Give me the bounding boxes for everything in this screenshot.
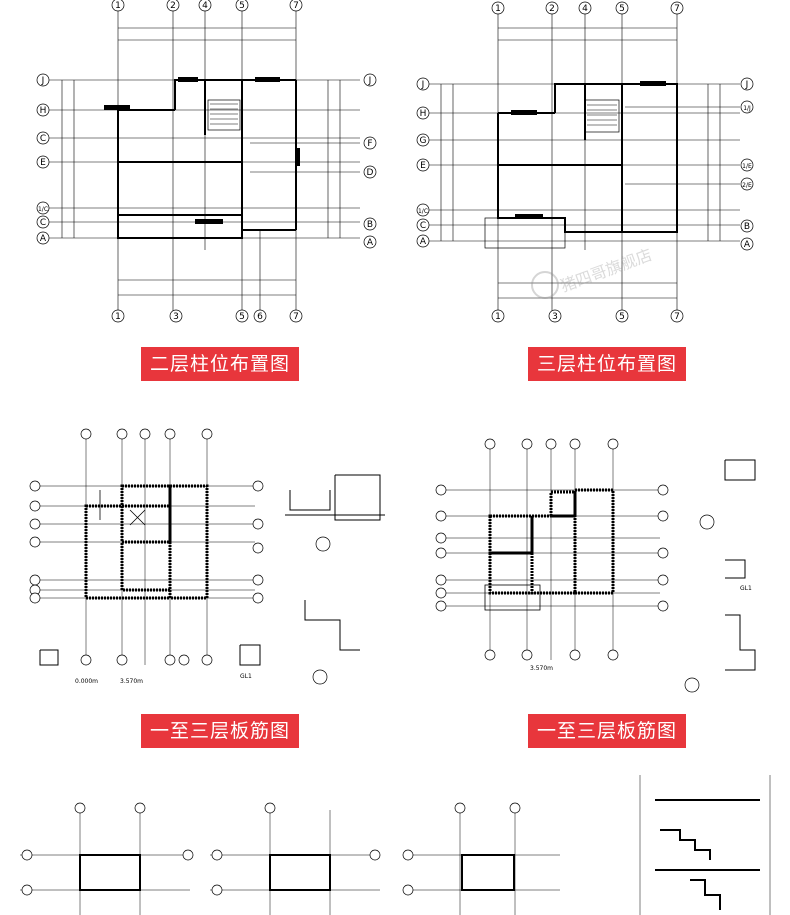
axis-left-H: H bbox=[420, 109, 427, 119]
axis-top-4: 4 bbox=[582, 4, 588, 14]
axis-left-C2: C bbox=[40, 218, 46, 228]
axis-left-C: C bbox=[40, 134, 46, 144]
axis-bottom-7: 7 bbox=[674, 312, 680, 322]
axis-left-J: J bbox=[421, 80, 425, 90]
svg-text:猪四哥旗舰店: 猪四哥旗舰店 bbox=[558, 245, 655, 296]
caption-slab-rebar-2: 一至三层板筋图 bbox=[528, 714, 686, 748]
axis-left-E: E bbox=[40, 158, 46, 168]
axis-right-J: J bbox=[745, 80, 749, 90]
axis-left-C: C bbox=[420, 221, 426, 231]
axis-left-1C: 1/C bbox=[38, 206, 48, 213]
axis-top-2: 2 bbox=[549, 4, 555, 14]
axis-bottom-5: 5 bbox=[619, 312, 625, 322]
slab-rebar-plan-left: 0.000m 3.570m GL1 bbox=[29, 428, 385, 685]
axis-top-7: 7 bbox=[293, 1, 299, 11]
svg-text:3.570m: 3.570m bbox=[120, 678, 143, 685]
svg-text:0.000m: 0.000m bbox=[75, 678, 98, 685]
floor3-column-plan: 1 2 4 5 7 1 3 5 7 J H G E 1/C C A J 1/J … bbox=[416, 1, 754, 323]
axis-top-5: 5 bbox=[619, 4, 625, 14]
axis-left-A: A bbox=[40, 234, 47, 244]
axis-bottom-7: 7 bbox=[293, 312, 299, 322]
axis-left-G: G bbox=[420, 136, 427, 146]
axis-right-1J: 1/J bbox=[743, 105, 751, 112]
axis-top-4: 4 bbox=[202, 1, 208, 11]
axis-bottom-3: 3 bbox=[173, 312, 179, 322]
axis-bottom-1: 1 bbox=[115, 312, 121, 322]
svg-text:GL1: GL1 bbox=[740, 585, 752, 592]
axis-right-D: D bbox=[367, 168, 374, 178]
axis-bottom-3: 3 bbox=[552, 312, 558, 322]
axis-left-E: E bbox=[420, 161, 426, 171]
axis-top-1: 1 bbox=[115, 1, 121, 11]
axis-right-1E: 1/E bbox=[742, 163, 752, 170]
axis-right-J: J bbox=[368, 76, 372, 86]
caption-floor2-columns: 二层柱位布置图 bbox=[141, 347, 299, 381]
axis-right-B: B bbox=[744, 222, 750, 232]
watermark-logo: 猪四哥旗舰店 bbox=[531, 245, 655, 299]
axis-right-A: A bbox=[367, 238, 374, 248]
axis-top-2: 2 bbox=[170, 1, 176, 11]
svg-text:3.570m: 3.570m bbox=[530, 665, 553, 672]
axis-left-1C: 1/C bbox=[418, 208, 428, 215]
caption-slab-rebar-1: 一至三层板筋图 bbox=[141, 714, 299, 748]
axis-right-2E: 2/E bbox=[742, 182, 752, 189]
caption-floor3-columns: 三层柱位布置图 bbox=[528, 347, 686, 381]
axis-bottom-6: 6 bbox=[257, 312, 263, 322]
axis-top-7: 7 bbox=[674, 4, 680, 14]
floor2-column-plan: 1 2 4 5 7 1 3 5 6 7 J H C E 1/C C A J F … bbox=[36, 0, 377, 323]
axis-left-J: J bbox=[41, 76, 45, 86]
axis-top-5: 5 bbox=[239, 1, 245, 11]
axis-right-B: B bbox=[367, 220, 373, 230]
stair-detail-drawings bbox=[20, 775, 771, 915]
axis-top-1: 1 bbox=[495, 4, 501, 14]
svg-text:GL1: GL1 bbox=[240, 673, 252, 680]
axis-bottom-5: 5 bbox=[239, 312, 245, 322]
axis-right-A: A bbox=[744, 240, 751, 250]
axis-left-H: H bbox=[40, 106, 47, 116]
axis-left-A: A bbox=[420, 237, 427, 247]
axis-bottom-1: 1 bbox=[495, 312, 501, 322]
axis-right-F: F bbox=[367, 139, 372, 149]
slab-rebar-plan-right: 3.570m GL1 bbox=[435, 438, 756, 693]
